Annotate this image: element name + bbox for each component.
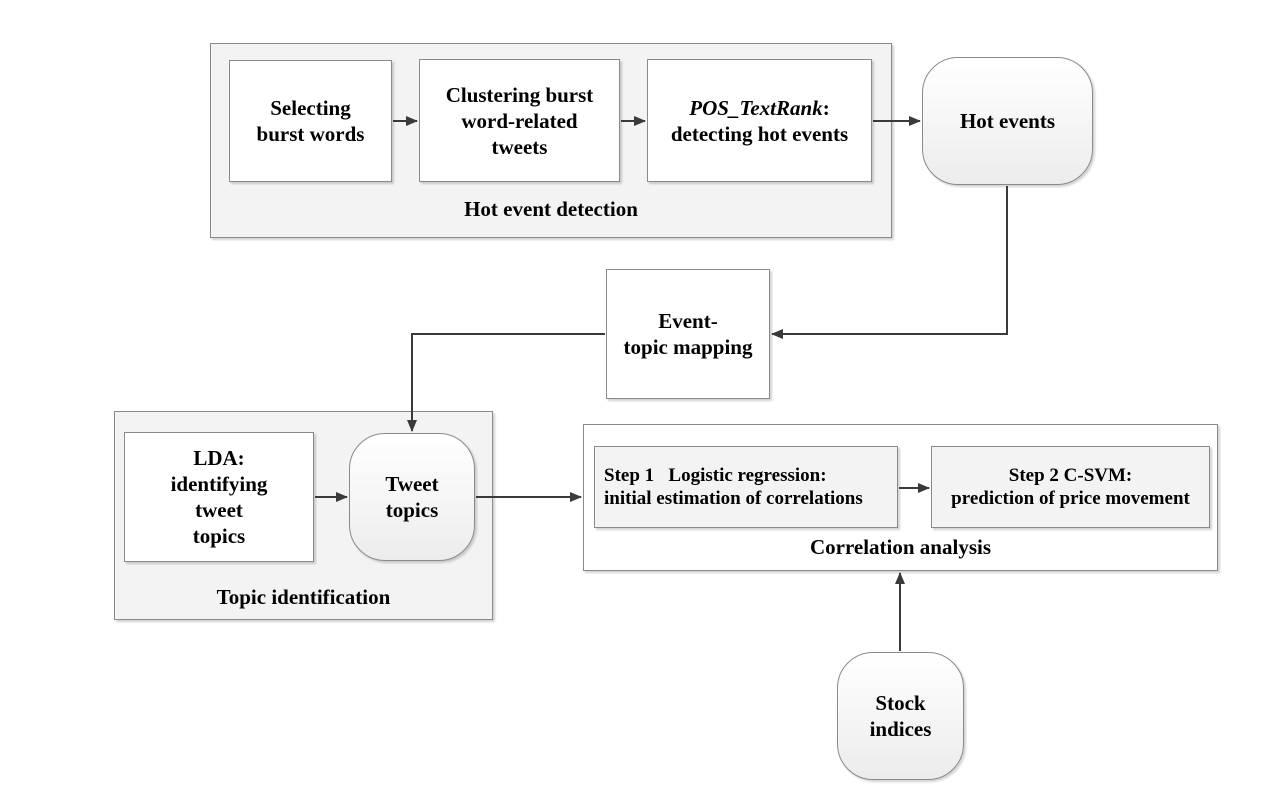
clustering-line-1: Clustering burst — [445, 82, 594, 107]
arrow-mapping-to-tweet-topics — [407, 333, 605, 432]
stock-indices-node: Stock indices — [837, 652, 964, 780]
hot-event-detection-label: Hot event detection — [464, 197, 638, 221]
stock-indices-line-1: Stock — [875, 691, 926, 715]
step2-line-1: Step 2 C-SVM: — [1008, 465, 1133, 486]
stock-indices-line-2: indices — [869, 717, 932, 741]
step2-line-2: prediction of price movement — [951, 488, 1190, 509]
hot-events-label: Hot events — [959, 109, 1056, 133]
step1-line-2: initial estimation of correlations — [604, 488, 863, 509]
lda-line-4: topics — [192, 524, 246, 548]
tweet-topics-line-1: Tweet — [385, 472, 439, 496]
pos-textrank-line-2: detecting hot events — [670, 121, 849, 146]
mapping-line-1: Event- — [658, 309, 718, 333]
mapping-line-2: topic mapping — [623, 335, 753, 359]
step1-box: Step 1 Logistic regression: initial esti… — [594, 446, 898, 528]
selecting-line-1: Selecting — [270, 96, 351, 120]
selecting-line-2: burst words — [256, 122, 365, 146]
hot-events-node: Hot events — [922, 57, 1093, 185]
clustering-tweets-box: Clustering burst word-related tweets — [419, 59, 620, 182]
lda-line-3: tweet — [195, 498, 243, 522]
tweet-topics-line-2: topics — [385, 498, 439, 522]
topic-identification-label: Topic identification — [216, 585, 391, 609]
pos-textrank-colon: : — [822, 95, 830, 120]
event-topic-mapping-box: Event- topic mapping — [606, 269, 770, 399]
pos-textrank-line-1: POS_TextRank: — [689, 95, 829, 121]
correlation-analysis-label: Correlation analysis — [809, 535, 992, 559]
lda-line-1: LDA: — [193, 446, 245, 470]
selecting-burst-words-box: Selecting burst words — [229, 60, 392, 182]
pos-textrank-box: POS_TextRank: detecting hot events — [647, 59, 872, 182]
tweet-topics-node: Tweet topics — [349, 433, 475, 561]
clustering-line-3: tweets — [491, 134, 548, 159]
step2-box: Step 2 C-SVM: prediction of price moveme… — [931, 446, 1210, 528]
clustering-line-2: word-related — [461, 108, 578, 133]
lda-line-2: identifying — [170, 472, 268, 496]
pos-textrank-name: POS_TextRank — [689, 95, 823, 120]
arrow-hot-events-to-mapping — [771, 186, 1008, 339]
step1-line-1: Step 1 Logistic regression: — [604, 465, 827, 486]
lda-box: LDA: identifying tweet topics — [124, 432, 314, 562]
